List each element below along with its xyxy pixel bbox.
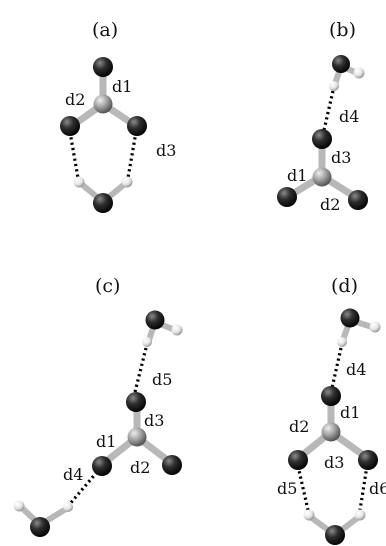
bond-label-d4: d4 bbox=[339, 107, 359, 126]
bond-label-d4: d4 bbox=[346, 360, 366, 379]
bond-label-d3: d3 bbox=[156, 141, 176, 160]
panel-b: (b) d4 d3 d1 d2 bbox=[277, 19, 368, 214]
hydrogen-atom bbox=[329, 81, 339, 91]
panel-b-label: (b) bbox=[329, 19, 356, 41]
hydrogen-bond-d5 bbox=[296, 465, 310, 511]
hydrogen-atom bbox=[171, 324, 183, 336]
hydrogen-atom bbox=[63, 502, 73, 512]
bond-label-d2: d2 bbox=[289, 417, 309, 436]
oxygen-atom bbox=[30, 517, 50, 537]
bond-label-d1: d1 bbox=[96, 432, 116, 451]
oxygen-atom bbox=[126, 392, 146, 412]
bond-label-d3: d3 bbox=[144, 411, 164, 430]
panel-d: (d) d4 d1 d2 d3 d5 d6 bbox=[277, 275, 386, 545]
bond-label-d2: d2 bbox=[320, 195, 340, 214]
oxygen-atom bbox=[348, 190, 368, 210]
bond-label-d1: d1 bbox=[287, 166, 307, 185]
oxygen-atom bbox=[93, 193, 113, 213]
hydrogen-atom bbox=[369, 321, 381, 333]
hydrogen-bond-d4 bbox=[330, 347, 343, 389]
bond-label-d3: d3 bbox=[324, 453, 344, 472]
bond-label-d2: d2 bbox=[130, 458, 150, 477]
panel-a: (a) d1 d2 d3 bbox=[60, 19, 176, 213]
panel-a-label: (a) bbox=[92, 19, 118, 41]
hydrogen-atom bbox=[303, 509, 315, 521]
oxygen-atom bbox=[321, 386, 341, 406]
panel-c-label: (c) bbox=[95, 275, 120, 297]
oxygen-atom bbox=[358, 450, 378, 470]
hydrogen-atom bbox=[142, 337, 152, 347]
oxygen-atom bbox=[145, 310, 165, 330]
oxygen-atom bbox=[127, 116, 147, 136]
hydrogen-bond-d3 bbox=[68, 131, 80, 179]
bond-label-d5: d5 bbox=[152, 370, 172, 389]
hydrogen-bond-d3 bbox=[126, 131, 138, 179]
bond-label-d1: d1 bbox=[112, 77, 132, 96]
bond-label-d4: d4 bbox=[63, 465, 83, 484]
central-atom bbox=[312, 167, 332, 187]
oxygen-atom bbox=[340, 308, 360, 328]
hydrogen-bond-d4 bbox=[322, 90, 335, 131]
oxygen-atom bbox=[92, 456, 112, 476]
oxygen-atom bbox=[277, 187, 297, 207]
oxygen-atom bbox=[93, 57, 113, 77]
panel-d-label: (d) bbox=[331, 275, 358, 297]
central-atom bbox=[321, 422, 341, 442]
hydrogen-atom bbox=[73, 176, 85, 188]
oxygen-atom bbox=[162, 455, 182, 475]
bond-label-d5: d5 bbox=[277, 479, 297, 498]
bond-label-d2: d2 bbox=[65, 90, 85, 109]
hydrogen-atom bbox=[337, 337, 347, 347]
hydrogen-atom bbox=[121, 176, 133, 188]
hydrogen-atom bbox=[354, 509, 366, 521]
central-atom bbox=[127, 427, 147, 447]
oxygen-atom bbox=[332, 55, 350, 73]
oxygen-atom bbox=[288, 450, 308, 470]
hydrogen-atom bbox=[353, 67, 365, 79]
hydrogen-bond-d5 bbox=[133, 347, 148, 393]
hydrogen-bond-d4 bbox=[67, 470, 99, 507]
hydrogen-bond-d6 bbox=[358, 465, 369, 511]
bond-label-d1: d1 bbox=[340, 403, 360, 422]
bond-label-d6: d6 bbox=[369, 479, 386, 498]
oxygen-atom bbox=[325, 525, 345, 545]
bond-label-d3: d3 bbox=[331, 148, 351, 167]
oxygen-atom bbox=[312, 129, 332, 149]
oxygen-atom bbox=[60, 116, 80, 136]
hydrogen-atom bbox=[13, 500, 25, 512]
panel-c: (c) d5 d3 d1 d2 d4 bbox=[13, 275, 183, 537]
central-atom bbox=[93, 94, 113, 114]
